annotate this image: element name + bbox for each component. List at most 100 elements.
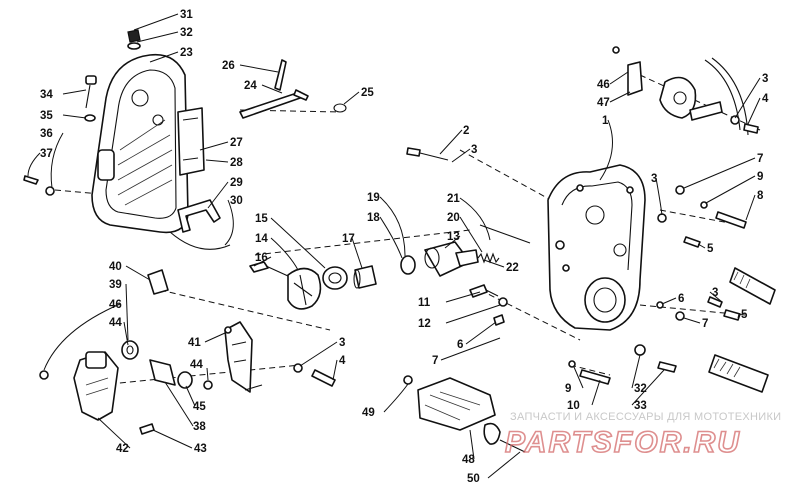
callout-5-upper: 5 <box>707 243 714 255</box>
spring-20 <box>477 252 500 264</box>
callout-7-center: 7 <box>432 355 438 367</box>
callout-9-lower: 9 <box>565 383 571 395</box>
callout-40: 40 <box>109 261 122 273</box>
callout-12: 12 <box>418 318 431 330</box>
callout-45: 45 <box>193 401 206 413</box>
guide-gear <box>483 422 526 453</box>
housing-13 <box>424 241 479 277</box>
right-hardware <box>568 185 747 385</box>
gear-case <box>547 164 646 331</box>
callout-36: 36 <box>40 128 53 140</box>
callout-3-topright: 3 <box>762 73 768 85</box>
cover-plate-bar <box>177 107 205 176</box>
callout-27: 27 <box>230 137 243 149</box>
callout-50: 50 <box>467 473 480 485</box>
bracket-42 <box>73 351 119 421</box>
watermark: ЗАПЧАСТИ И АКСЕССУАРЫ ДЛЯ МОТОТЕХНИКИ PA… <box>504 411 781 460</box>
callout-34: 34 <box>40 89 53 101</box>
drive-cover <box>91 53 189 234</box>
callout-17: 17 <box>342 233 355 245</box>
spacer-45 <box>177 371 213 390</box>
dipstick <box>84 75 97 122</box>
callout-18: 18 <box>367 212 380 224</box>
callout-44-center: 44 <box>190 359 203 371</box>
callout-32-lower: 32 <box>634 383 647 395</box>
lever-41 <box>224 321 263 393</box>
callout-37: 37 <box>40 148 53 160</box>
callout-6-right: 6 <box>678 293 684 305</box>
callout-13: 13 <box>447 231 460 243</box>
callout-21: 21 <box>447 193 460 205</box>
callout-39: 39 <box>109 279 122 291</box>
upper-shaft <box>729 267 776 305</box>
callout-2: 2 <box>463 125 469 137</box>
callout-1: 1 <box>602 115 609 127</box>
callout-44-left: 44 <box>109 317 122 329</box>
callout-33: 33 <box>634 400 647 412</box>
callout-42: 42 <box>116 443 129 455</box>
bolt-11 <box>469 284 508 326</box>
callout-3-lowerright: 3 <box>712 287 718 299</box>
callout-29: 29 <box>230 177 243 189</box>
callout-7-right: 7 <box>757 153 763 165</box>
callout-41: 41 <box>188 337 201 349</box>
callout-4-topright: 4 <box>762 93 769 105</box>
tensioner-disc-15 <box>322 266 348 290</box>
callout-49: 49 <box>362 407 375 419</box>
bushing-38 <box>149 359 176 386</box>
callout-23: 23 <box>180 47 193 59</box>
callout-28: 28 <box>230 157 243 169</box>
watermark-tagline: ЗАПЧАСТИ И АКСЕССУАРЫ ДЛЯ МОТОТЕХНИКИ <box>510 411 781 423</box>
callout-6-center: 6 <box>457 339 463 351</box>
callout-3-leftlower: 3 <box>339 337 345 349</box>
cover-cable <box>169 231 231 250</box>
cover-handle <box>177 199 221 233</box>
callout-5-lower: 5 <box>741 309 748 321</box>
watermark-logo: PARTSFOR.RU <box>505 426 741 459</box>
callout-14: 14 <box>255 233 268 245</box>
pin-40 <box>147 269 169 295</box>
oring-18 <box>400 255 416 275</box>
callout-3-center: 3 <box>471 144 477 156</box>
cover-screws <box>23 175 55 196</box>
callout-24: 24 <box>244 80 257 92</box>
leader-lines <box>27 13 761 479</box>
assembly-lines <box>54 74 761 386</box>
chain-guide <box>403 375 496 431</box>
callout-8: 8 <box>757 190 764 202</box>
callout-9-right: 9 <box>757 171 763 183</box>
callout-11: 11 <box>418 297 431 309</box>
bolt-43 <box>139 423 155 435</box>
bolt-4-left <box>293 363 336 387</box>
bolt-16 <box>249 261 289 277</box>
callout-43: 43 <box>194 443 207 455</box>
brake-assembly <box>659 57 759 136</box>
callout-47: 47 <box>597 97 610 109</box>
shift-rod <box>239 59 347 119</box>
callout-22: 22 <box>506 262 519 274</box>
callout-30: 30 <box>230 195 243 207</box>
screw-46-left <box>39 370 49 380</box>
tensioner-disc-14 <box>287 267 322 310</box>
pin-21 <box>479 224 531 244</box>
callout-labels: 31 32 23 26 24 25 34 35 36 37 27 28 29 3… <box>40 9 769 485</box>
callout-46-right: 46 <box>597 79 610 91</box>
callout-38: 38 <box>193 421 206 433</box>
callout-3-right: 3 <box>651 173 657 185</box>
callout-32: 32 <box>180 27 193 39</box>
callout-48: 48 <box>462 454 475 466</box>
callout-15: 15 <box>255 213 268 225</box>
callout-46-left: 46 <box>109 299 122 311</box>
bushing-39 <box>121 340 139 360</box>
callout-7-lowerright: 7 <box>702 318 708 330</box>
brake-bracket <box>612 46 643 96</box>
callout-19: 19 <box>367 192 380 204</box>
callout-25: 25 <box>361 87 374 99</box>
callout-20: 20 <box>447 212 460 224</box>
callout-10: 10 <box>567 400 580 412</box>
sleeve-17 <box>353 265 377 289</box>
bolt-2 <box>406 147 449 161</box>
callout-31: 31 <box>180 9 193 21</box>
